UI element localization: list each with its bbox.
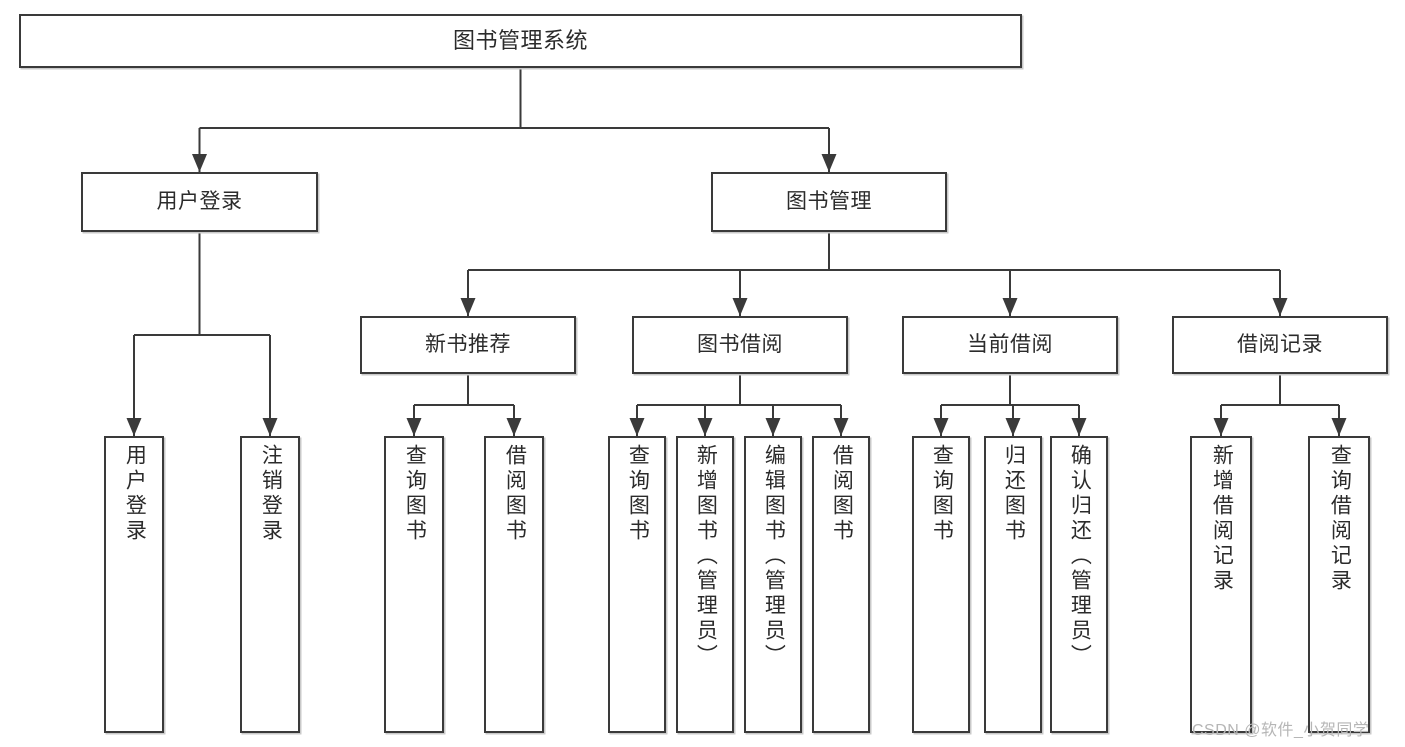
arrowhead-new_book_rec (460, 298, 476, 316)
node-label-new_book_rec: 新书推荐 (425, 332, 511, 356)
node-label-book_borrow: 图书借阅 (697, 332, 783, 356)
arrowhead-leaf_add_rec (1213, 418, 1229, 436)
node-user_login[interactable]: 用户登录 (81, 172, 318, 232)
node-label-leaf_add_book: 新增图书（管理员） (694, 444, 718, 669)
node-label-leaf_q_book_3: 查询图书 (930, 444, 954, 544)
arrowhead-book_mgmt (821, 154, 837, 172)
arrowhead-leaf_q_book_1 (406, 418, 422, 436)
arrowhead-leaf_confirm (1071, 418, 1087, 436)
node-leaf_logout[interactable]: 注销登录 (240, 436, 300, 733)
arrowhead-user_login (192, 154, 207, 172)
arrowhead-leaf_q_book_2 (629, 418, 645, 436)
node-leaf_q_book_3[interactable]: 查询图书 (912, 436, 970, 733)
node-label-leaf_return: 归还图书 (1002, 444, 1026, 544)
arrowhead-leaf_logout (262, 418, 278, 436)
node-borrow_record[interactable]: 借阅记录 (1172, 316, 1388, 374)
node-label-leaf_q_book_2: 查询图书 (626, 444, 650, 544)
node-leaf_return[interactable]: 归还图书 (984, 436, 1042, 733)
watermark: CSDN @软件_小贺同学 (1192, 722, 1370, 739)
arrowhead-leaf_borrow_2 (833, 418, 849, 436)
node-book_borrow[interactable]: 图书借阅 (632, 316, 848, 374)
node-label-book_mgmt: 图书管理 (786, 189, 872, 213)
arrowhead-leaf_return (1005, 418, 1021, 436)
node-current_borrow[interactable]: 当前借阅 (902, 316, 1118, 374)
arrowhead-leaf_q_rec (1331, 418, 1347, 436)
arrowhead-leaf_user_login (126, 418, 142, 436)
node-label-borrow_record: 借阅记录 (1237, 332, 1323, 356)
node-label-root: 图书管理系统 (452, 28, 588, 54)
node-leaf_borrow_2[interactable]: 借阅图书 (812, 436, 870, 733)
arrowhead-borrow_record (1272, 298, 1288, 316)
node-label-leaf_add_rec: 新增借阅记录 (1210, 444, 1234, 594)
node-label-user_login: 用户登录 (156, 189, 243, 213)
node-label-leaf_q_rec: 查询借阅记录 (1328, 444, 1352, 594)
node-leaf_q_book_2[interactable]: 查询图书 (608, 436, 666, 733)
arrowhead-leaf_add_book (697, 418, 713, 436)
node-leaf_q_rec[interactable]: 查询借阅记录 (1308, 436, 1370, 733)
node-leaf_q_book_1[interactable]: 查询图书 (384, 436, 444, 733)
node-leaf_edit_book[interactable]: 编辑图书（管理员） (744, 436, 802, 733)
arrowhead-book_borrow (732, 298, 748, 316)
node-leaf_user_login[interactable]: 用户登录 (104, 436, 164, 733)
node-label-leaf_confirm: 确认归还（管理员） (1068, 444, 1092, 669)
node-root[interactable]: 图书管理系统 (19, 14, 1022, 68)
node-label-leaf_edit_book: 编辑图书（管理员） (762, 444, 786, 669)
node-leaf_add_book[interactable]: 新增图书（管理员） (676, 436, 734, 733)
node-leaf_borrow_1[interactable]: 借阅图书 (484, 436, 544, 733)
arrowhead-leaf_edit_book (765, 418, 781, 436)
arrowhead-leaf_q_book_3 (933, 418, 949, 436)
node-label-current_borrow: 当前借阅 (967, 332, 1053, 356)
node-label-leaf_logout: 注销登录 (259, 444, 283, 544)
node-label-leaf_q_book_1: 查询图书 (403, 444, 427, 544)
arrowhead-leaf_borrow_1 (506, 418, 522, 436)
node-new_book_rec[interactable]: 新书推荐 (360, 316, 576, 374)
node-label-leaf_borrow_2: 借阅图书 (830, 444, 854, 544)
node-leaf_confirm[interactable]: 确认归还（管理员） (1050, 436, 1108, 733)
arrowhead-current_borrow (1002, 298, 1018, 316)
node-book_mgmt[interactable]: 图书管理 (711, 172, 947, 232)
node-label-leaf_borrow_1: 借阅图书 (503, 444, 527, 544)
node-leaf_add_rec[interactable]: 新增借阅记录 (1190, 436, 1252, 733)
node-label-leaf_user_login: 用户登录 (123, 444, 147, 544)
